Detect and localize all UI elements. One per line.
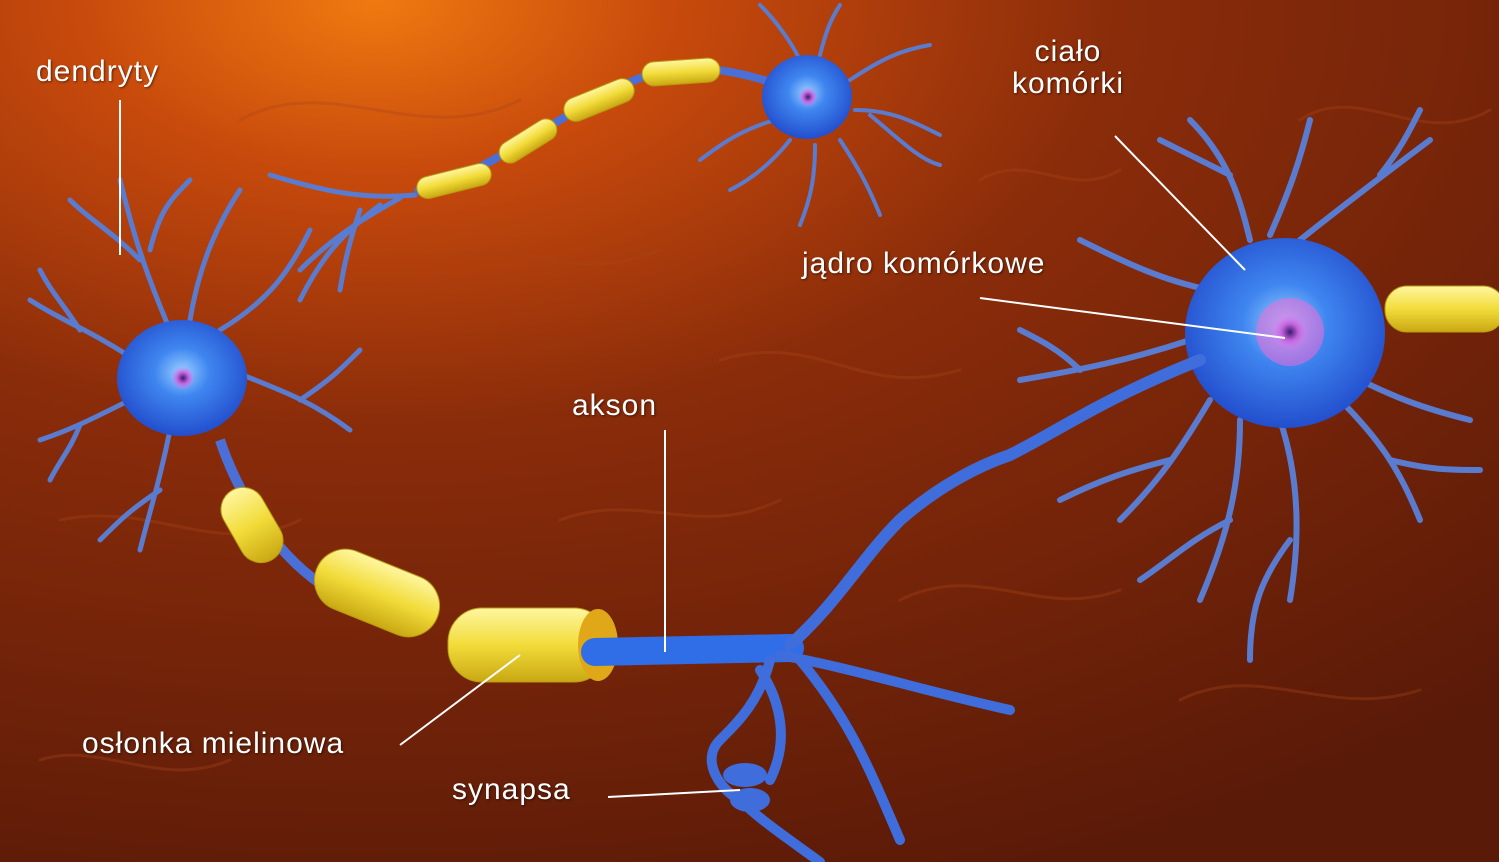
label-cell-body-line2: komórki — [1012, 68, 1124, 100]
label-myelin-sheath: osłonka mielinowa — [82, 728, 344, 760]
label-synapse: synapsa — [452, 774, 571, 806]
top-nucleus — [798, 87, 818, 107]
left-nucleus — [171, 366, 195, 390]
right-myelin — [1385, 286, 1499, 332]
right-nucleus — [1272, 314, 1308, 350]
label-axon: akson — [572, 390, 657, 422]
label-dendrites: dendryty — [36, 56, 159, 88]
label-cell-body-line1: ciało — [1012, 36, 1124, 68]
label-nucleus: jądro komórkowe — [802, 248, 1045, 280]
axon-core — [595, 648, 790, 652]
label-cell-body: ciało komórki — [1012, 36, 1124, 99]
